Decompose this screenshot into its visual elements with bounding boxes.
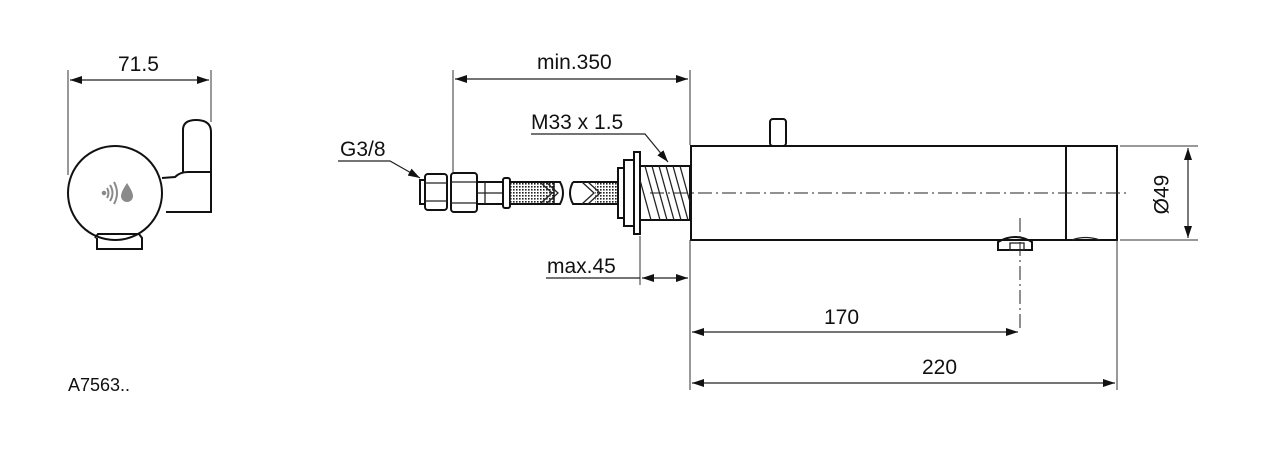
- leader-m33: [531, 133, 669, 163]
- dim-label-connection: G3/8: [340, 138, 386, 161]
- dim-label-min350: min.350: [537, 51, 612, 74]
- side-view: [67, 70, 212, 250]
- sensor-body-circle: [67, 145, 163, 241]
- dim-label-thread: M33 x 1.5: [531, 111, 624, 134]
- braided-hose: [509, 181, 555, 205]
- dim-label-170: 170: [824, 306, 860, 329]
- dim-label-220: 220: [922, 356, 958, 379]
- leader-g38: [338, 160, 421, 179]
- sensor-waves-icon: [101, 181, 118, 205]
- elevation-view: [338, 70, 1198, 390]
- dim-label-width: 71.5: [118, 53, 159, 76]
- water-drop-icon: [121, 183, 133, 202]
- outlet-aerator: [997, 236, 1033, 251]
- dim-label-max45: max.45: [547, 255, 616, 278]
- model-code: A7563..: [68, 375, 131, 395]
- dim-label-diameter: Ø49: [1150, 174, 1174, 215]
- top-pin: [769, 118, 787, 147]
- lever-handle: [166, 118, 212, 213]
